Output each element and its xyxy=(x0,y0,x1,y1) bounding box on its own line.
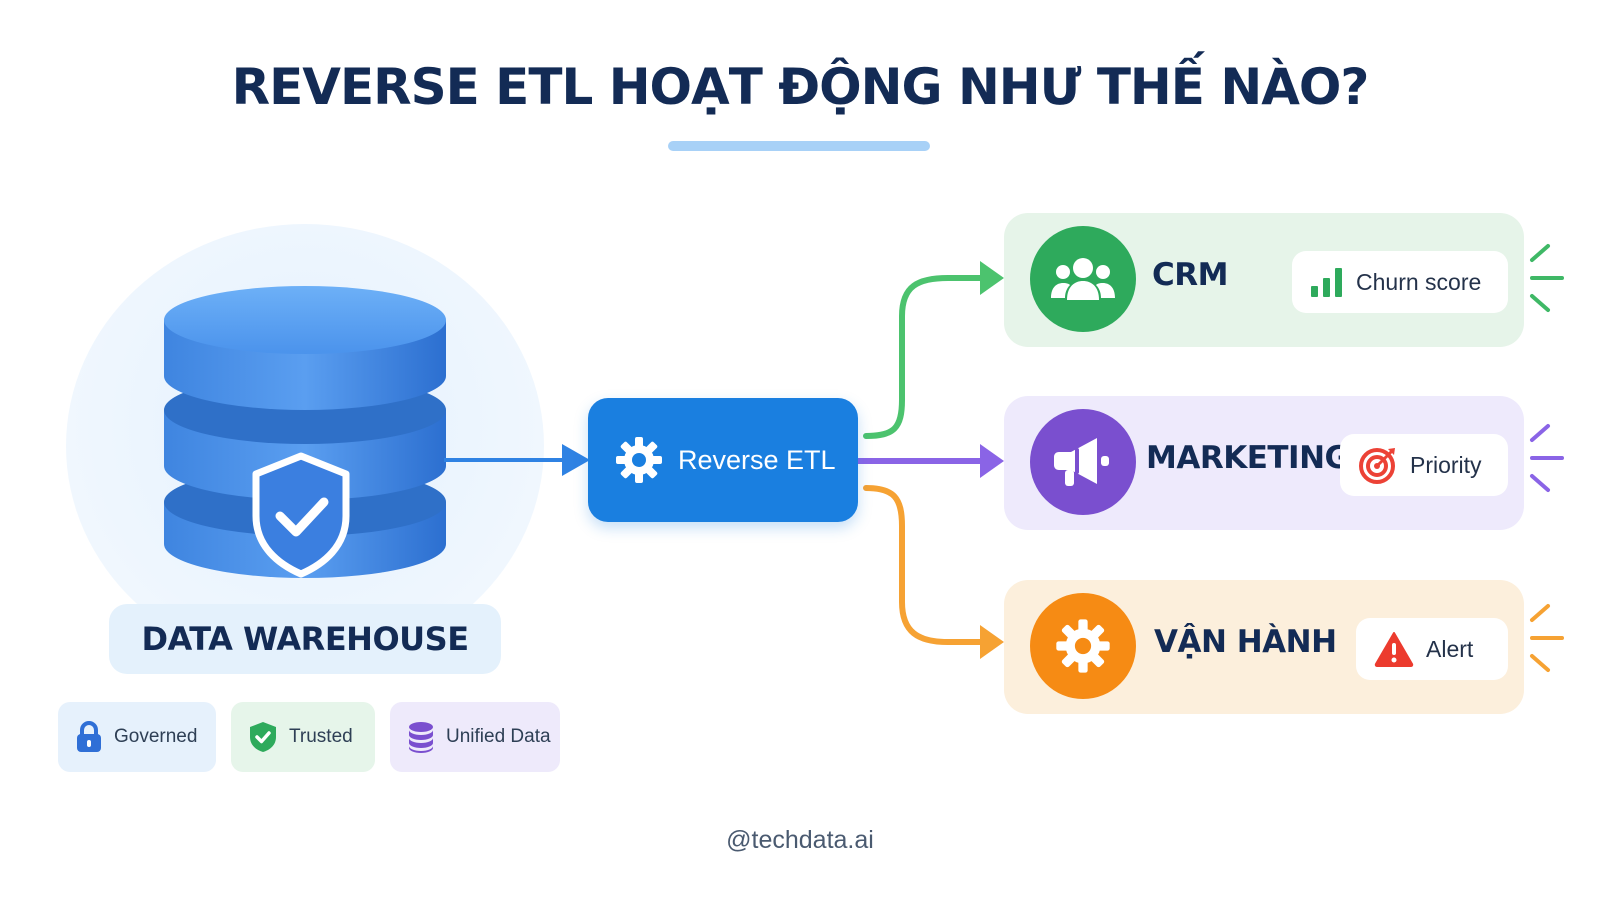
badge-churn-score: Churn score xyxy=(1292,251,1508,313)
chip-label: Governed xyxy=(114,726,198,747)
users-icon xyxy=(1051,258,1115,300)
marketing-title: MARKETING xyxy=(1146,440,1350,476)
badge-label: Alert xyxy=(1426,635,1474,662)
gear-icon xyxy=(616,437,662,483)
badge-label: Priority xyxy=(1410,451,1482,478)
database-shield-icon xyxy=(164,286,446,578)
destination-card-marketing: MARKETING Priority xyxy=(1004,396,1524,530)
warning-icon xyxy=(1374,632,1414,667)
arrowhead-crm xyxy=(980,261,1004,295)
chip-trusted: Trusted xyxy=(231,702,375,772)
van-hanh-title: VẬN HÀNH xyxy=(1154,624,1337,660)
megaphone-icon xyxy=(1054,438,1109,486)
bar-chart-icon xyxy=(1311,268,1342,297)
arrowhead-marketing xyxy=(980,444,1004,478)
data-warehouse-label: DATA WAREHOUSE xyxy=(109,604,501,674)
chip-unified-data: Unified Data xyxy=(390,702,560,772)
marketing-highlight-rays xyxy=(1530,424,1564,492)
crm-title: CRM xyxy=(1152,257,1228,293)
destination-card-crm: CRM Churn score xyxy=(1004,213,1524,347)
chip-governed: Governed xyxy=(58,702,216,772)
chip-label: Unified Data xyxy=(446,726,551,747)
marketing-icon-circle xyxy=(1030,409,1136,515)
database-icon xyxy=(409,722,433,753)
arrow-to-van-hanh xyxy=(863,485,989,645)
page-title: REVERSE ETL HOẠT ĐỘNG NHƯ THẾ NÀO? xyxy=(231,58,1370,116)
van-hanh-icon-circle xyxy=(1030,593,1136,699)
crm-highlight-rays xyxy=(1530,244,1564,312)
title-underline xyxy=(668,141,930,151)
footer-handle: @techdata.ai xyxy=(726,826,874,854)
arrowhead-van-hanh xyxy=(980,625,1004,659)
badge-priority: Priority xyxy=(1340,434,1508,496)
destination-card-van-hanh: VẬN HÀNH Alert xyxy=(1004,580,1524,714)
gear-icon xyxy=(1056,619,1110,673)
crm-icon-circle xyxy=(1030,226,1136,332)
lock-icon xyxy=(77,721,101,752)
shield-check-icon xyxy=(250,722,276,752)
reverse-etl-label: Reverse ETL xyxy=(678,444,836,475)
badge-alert: Alert xyxy=(1356,618,1508,680)
chip-label: Trusted xyxy=(289,726,353,747)
van-hanh-highlight-rays xyxy=(1530,604,1564,672)
arrow-to-crm xyxy=(863,275,989,439)
reverse-etl-box: Reverse ETL xyxy=(588,398,858,522)
target-icon xyxy=(1359,448,1395,484)
arrowhead-etl xyxy=(562,444,590,476)
badge-label: Churn score xyxy=(1356,268,1482,295)
